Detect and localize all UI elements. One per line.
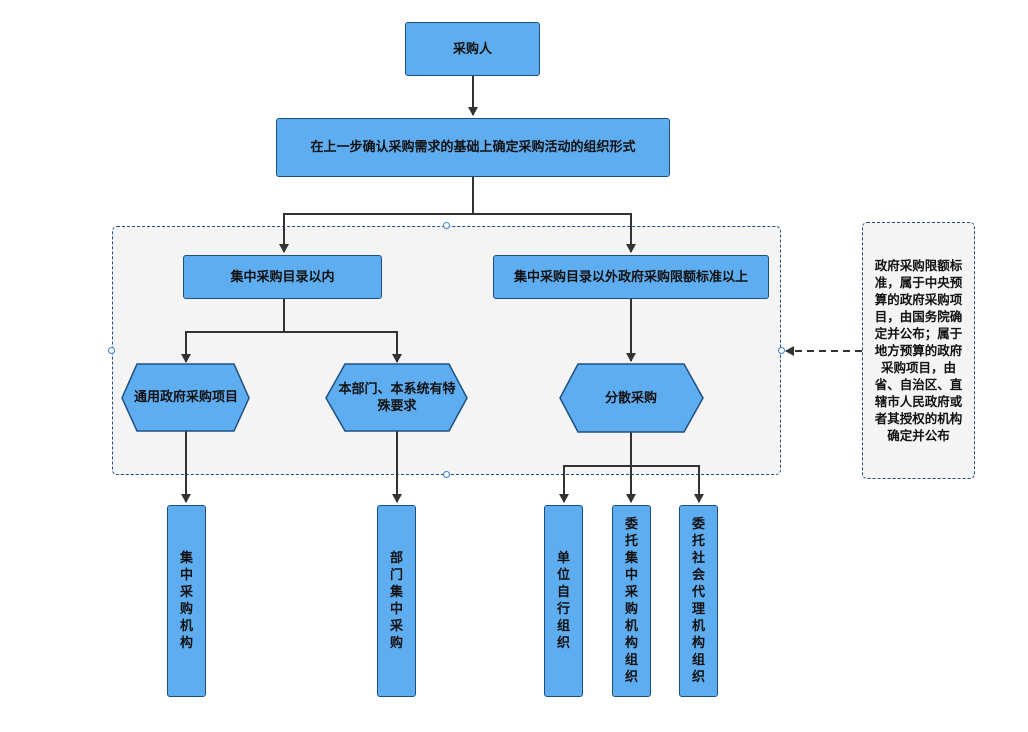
hexagon-general-items [121, 363, 250, 432]
connector-decentralized-to-entrust-social [631, 465, 704, 503]
node-outside-catalog-label: 集中采购目录以外政府采购限额标准以上 [513, 269, 748, 285]
group-handle-bottom[interactable] [443, 471, 450, 478]
node-department-central-label: 部门集中采购 [389, 551, 403, 651]
node-general-items[interactable]: 通用政府采购项目 [134, 364, 238, 431]
node-within-catalog[interactable]: 集中采购目录以内 [183, 255, 382, 299]
hexagon-special-requirements [325, 363, 468, 432]
node-entrust-central-label: 委托集中采购机构组织 [624, 517, 638, 685]
node-decentralized[interactable]: 分散采购 [575, 364, 687, 432]
group-handle-right[interactable] [778, 347, 785, 354]
limit-standard-note[interactable]: 政府采购限额标准，属于中央预算的政府采购项目，由国务院确定并公布；属于地方预算的… [862, 222, 975, 479]
connector-within-to-special [284, 331, 402, 363]
node-special-requirements-label: 本部门、本系统有特殊要求 [338, 381, 456, 414]
connector-form-to-outside [473, 213, 636, 253]
node-entrust-social-label: 委托社会代理机构组织 [691, 517, 705, 685]
group-handle-top[interactable] [443, 222, 450, 229]
limit-standard-note-text: 政府采购限额标准，属于中央预算的政府采购项目，由国务院确定并公布；属于地方预算的… [874, 258, 963, 443]
node-department-central[interactable]: 部门集中采购 [377, 505, 416, 697]
group-handle-left[interactable] [108, 347, 115, 354]
hexagon-decentralized [559, 363, 704, 433]
node-entrust-social[interactable]: 委托社会代理机构组织 [679, 505, 718, 697]
node-decentralized-label: 分散采购 [604, 390, 657, 406]
node-central-agency[interactable]: 集中采购机构 [167, 505, 206, 697]
node-entrust-central[interactable]: 委托集中采购机构组织 [612, 505, 651, 697]
node-determine-form-label: 在上一步确认采购需求的基础上确定采购活动的组织形式 [310, 140, 636, 155]
node-purchaser-label: 采购人 [452, 41, 492, 57]
node-self-organized-label: 单位自行组织 [556, 551, 570, 651]
node-purchaser[interactable]: 采购人 [405, 22, 540, 76]
node-self-organized[interactable]: 单位自行组织 [544, 505, 583, 697]
node-determine-form[interactable]: 在上一步确认采购需求的基础上确定采购活动的组织形式 [276, 118, 670, 177]
node-special-requirements[interactable]: 本部门、本系统有特殊要求 [338, 364, 456, 431]
connector-decentralized-to-self [559, 431, 632, 503]
node-general-items-label: 通用政府采购项目 [134, 390, 239, 405]
connector-form-to-within [279, 177, 474, 253]
node-central-agency-label: 集中采购机构 [179, 551, 193, 651]
connector-within-to-general [181, 299, 285, 363]
node-within-catalog-label: 集中采购目录以内 [230, 269, 335, 285]
node-outside-catalog[interactable]: 集中采购目录以外政府采购限额标准以上 [493, 255, 769, 299]
